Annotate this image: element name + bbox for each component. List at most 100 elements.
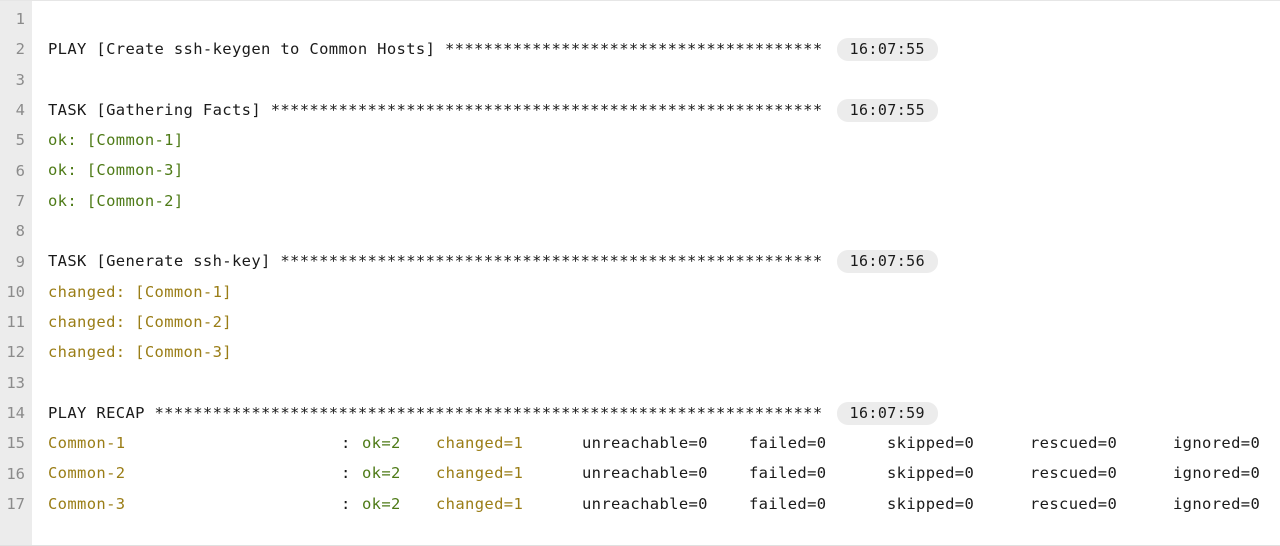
line-number-gutter: [0, 1, 32, 545]
recap-failed: failed=0: [749, 494, 827, 513]
star-separator: ****************************************…: [280, 252, 823, 271]
recap-unreachable: unreachable=0: [582, 434, 708, 453]
console-line-changed: 12 changed: [Common-3]: [0, 337, 1280, 367]
recap-changed: changed=1: [436, 494, 524, 513]
status-changed: changed:: [48, 282, 126, 301]
status-ok: ok:: [48, 131, 78, 150]
status-changed: changed:: [48, 343, 126, 362]
line-number: 8: [15, 222, 25, 241]
line-content: changed: [Common-2]: [32, 307, 1280, 337]
timestamp-badge: 16:07:55: [836, 37, 938, 61]
recap-rescued: rescued=0: [1030, 464, 1118, 483]
console-line: 3: [0, 65, 1280, 95]
line-number: 5: [15, 131, 25, 150]
timestamp-badge: 16:07:56: [836, 250, 939, 274]
recap-separator: :: [341, 494, 351, 513]
recap-changed: changed=1: [436, 464, 524, 483]
line-number: 10: [6, 282, 25, 301]
host-name: [Common-1]: [77, 131, 184, 150]
star-separator: ***************************************: [444, 40, 823, 59]
recap-host: Common-2: [48, 464, 126, 483]
line-number: 13: [6, 373, 25, 392]
recap-skipped: skipped=0: [887, 464, 975, 483]
line-number: 9: [15, 252, 25, 271]
console-line-task: 4 TASK [Gathering Facts] ***************…: [0, 95, 1280, 125]
recap-ok: ok=2: [362, 494, 401, 513]
console-line-recap-header: 14 PLAY RECAP **************************…: [0, 398, 1280, 428]
console-line: 13: [0, 368, 1280, 398]
recap-ignored: ignored=0: [1173, 494, 1261, 513]
timestamp-badge: 16:07:59: [836, 401, 938, 425]
line-number: 16: [6, 464, 25, 483]
recap-ok: ok=2: [362, 434, 401, 453]
console-line-changed: 10 changed: [Common-1]: [0, 277, 1280, 307]
recap-host: Common-3: [48, 494, 126, 513]
console-line: 8: [0, 216, 1280, 246]
line-number: 7: [15, 191, 25, 210]
host-name: [Common-1]: [125, 282, 232, 301]
recap-ok: ok=2: [362, 464, 401, 483]
recap-unreachable: unreachable=0: [582, 494, 708, 513]
console-line-ok: 6 ok: [Common-3]: [0, 155, 1280, 185]
host-name: [Common-2]: [125, 312, 232, 331]
recap-host: Common-1: [48, 434, 126, 453]
line-content: ok: [Common-1]: [32, 125, 1280, 155]
star-separator: ****************************************…: [270, 100, 823, 119]
line-number: 3: [15, 70, 25, 89]
line-number: 1: [15, 10, 25, 29]
console-line-changed: 11 changed: [Common-2]: [0, 307, 1280, 337]
console-line-task: 9 TASK [Generate ssh-key] **************…: [0, 246, 1280, 276]
recap-failed: failed=0: [749, 464, 827, 483]
task-label: TASK [Gathering Facts]: [48, 100, 271, 119]
recap-separator: :: [341, 434, 351, 453]
task-label: TASK [Generate ssh-key]: [48, 252, 281, 271]
recap-skipped: skipped=0: [887, 434, 975, 453]
host-name: [Common-3]: [125, 343, 232, 362]
line-content: TASK [Gathering Facts] *****************…: [32, 95, 1280, 125]
recap-separator: :: [341, 464, 351, 483]
line-number: 2: [15, 40, 25, 59]
line-content: PLAY RECAP *****************************…: [32, 398, 1280, 428]
line-content: PLAY [Create ssh-keygen to Common Hosts]…: [32, 34, 1280, 64]
recap-rescued: rescued=0: [1030, 494, 1118, 513]
recap-row: 15 Common-1: ok=2 changed=1 unreachable=0 fa…: [0, 428, 1280, 458]
recap-skipped: skipped=0: [887, 494, 975, 513]
host-name: [Common-3]: [77, 161, 184, 180]
line-content: ok: [Common-3]: [32, 155, 1280, 185]
line-content: ok: [Common-2]: [32, 186, 1280, 216]
recap-rescued: rescued=0: [1030, 434, 1118, 453]
recap-failed: failed=0: [749, 434, 827, 453]
host-name: [Common-2]: [77, 191, 184, 210]
console-line: 1: [0, 4, 1280, 34]
line-content: TASK [Generate ssh-key] ****************…: [32, 246, 1280, 276]
line-number: 11: [6, 313, 25, 332]
recap-ignored: ignored=0: [1173, 434, 1261, 453]
recap-changed: changed=1: [436, 434, 524, 453]
line-content: changed: [Common-1]: [32, 277, 1280, 307]
line-number: 6: [15, 161, 25, 180]
recap-label: PLAY RECAP: [48, 403, 155, 422]
line-content: changed: [Common-3]: [32, 337, 1280, 367]
line-number: 17: [6, 494, 25, 513]
line-content: Common-1: ok=2 changed=1 unreachable=0 faile…: [32, 428, 1280, 458]
line-content: Common-3: ok=2 changed=1 unreachable=0 faile…: [32, 489, 1280, 519]
console-line-ok: 5 ok: [Common-1]: [0, 125, 1280, 155]
console-line-ok: 7 ok: [Common-2]: [0, 186, 1280, 216]
console-lines: 1 2 PLAY [Create ssh-keygen to Common Ho…: [0, 1, 1280, 519]
console-line-play: 2 PLAY [Create ssh-keygen to Common Host…: [0, 34, 1280, 64]
line-number: 12: [6, 343, 25, 362]
recap-ignored: ignored=0: [1173, 464, 1261, 483]
status-ok: ok:: [48, 191, 78, 210]
line-number: 14: [6, 404, 25, 422]
line-content: Common-2: ok=2 changed=1 unreachable=0 faile…: [32, 458, 1280, 488]
recap-row: 16 Common-2: ok=2 changed=1 unreachable=0 fa…: [0, 458, 1280, 488]
status-changed: changed:: [48, 312, 126, 331]
recap-unreachable: unreachable=0: [582, 464, 708, 483]
play-label: PLAY [Create ssh-keygen to Common Hosts]: [48, 40, 445, 59]
recap-row: 17 Common-3: ok=2 changed=1 unreachable=0 fa…: [0, 489, 1280, 519]
star-separator: ****************************************…: [154, 403, 823, 422]
line-number: 4: [15, 101, 25, 120]
timestamp-badge: 16:07:55: [836, 98, 939, 122]
line-number: 15: [6, 434, 25, 453]
